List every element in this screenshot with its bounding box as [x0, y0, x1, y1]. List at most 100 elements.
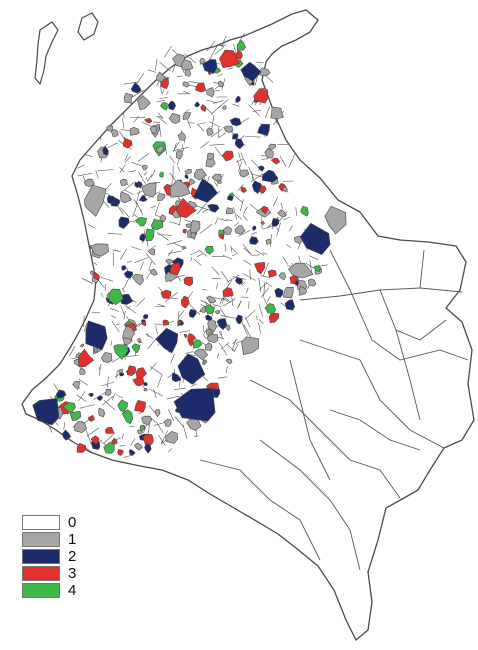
municipality-category-1 — [307, 278, 317, 287]
boundary-line — [188, 84, 197, 87]
municipality-category-1 — [157, 193, 166, 202]
boundary-line — [107, 142, 118, 148]
boundary-line — [153, 389, 157, 399]
boundary-line — [217, 376, 228, 379]
municipality-category-3 — [144, 118, 153, 124]
municipality-category-2 — [271, 217, 280, 227]
boundary-line — [216, 352, 220, 358]
municipality-category-2 — [229, 117, 242, 127]
boundary-line — [280, 202, 283, 209]
boundary-line — [187, 122, 195, 124]
boundary-line — [309, 259, 313, 275]
municipality-category-3 — [122, 137, 133, 149]
boundary-line — [119, 131, 125, 140]
municipality-category-2 — [102, 145, 109, 156]
municipality-category-1 — [206, 334, 219, 343]
boundary-line — [212, 100, 224, 104]
legend-label: 3 — [68, 565, 77, 582]
boundary-line — [83, 322, 88, 332]
boundary-line — [216, 282, 219, 289]
boundary-line — [189, 250, 200, 256]
boundary-line — [181, 144, 185, 152]
boundary-line — [165, 292, 178, 302]
boundary-line — [184, 53, 197, 64]
municipality-category-1 — [225, 324, 231, 332]
boundary-line — [223, 298, 236, 307]
municipality-category-1 — [80, 343, 85, 348]
boundary-line — [116, 394, 124, 399]
municipality-category-1 — [122, 325, 135, 340]
boundary-line — [241, 322, 248, 336]
boundary-line — [211, 278, 222, 280]
boundary-line — [209, 46, 218, 60]
municipality-category-1 — [193, 168, 207, 181]
boundary-line — [93, 262, 98, 266]
municipality-category-4 — [218, 229, 225, 236]
boundary-line — [224, 243, 227, 252]
legend-swatch — [22, 566, 60, 581]
boundary-line — [117, 206, 124, 215]
legend-item-3: 3 — [22, 565, 76, 582]
municipality-category-3 — [183, 333, 188, 339]
boundary-line — [78, 173, 92, 177]
municipality-category-3 — [219, 49, 240, 69]
municipality-category-1 — [83, 184, 107, 217]
legend: 0 1 2 3 4 — [22, 514, 76, 599]
boundary-line — [194, 435, 199, 437]
boundary-line — [248, 166, 255, 179]
boundary-line — [213, 181, 218, 187]
boundary-line — [220, 315, 236, 319]
municipality-category-1 — [270, 106, 284, 120]
boundary-line — [164, 45, 172, 58]
boundary-line — [111, 392, 116, 401]
boundary-line — [149, 362, 157, 371]
boundary-line — [200, 141, 210, 149]
eastern-boundaries — [199, 249, 469, 571]
boundary-line — [237, 184, 244, 191]
boundary-line — [120, 207, 130, 218]
boundary-line — [174, 416, 185, 428]
municipality-category-2 — [257, 165, 265, 172]
municipality-category-1 — [182, 81, 190, 88]
municipality-category-3 — [180, 295, 190, 309]
boundary-line — [219, 342, 228, 356]
boundary-line — [103, 399, 116, 411]
boundary-line — [157, 234, 173, 236]
municipality-category-1 — [278, 272, 287, 281]
municipality-category-3 — [126, 365, 137, 376]
municipality-category-1 — [184, 168, 192, 175]
boundary-line — [127, 260, 132, 263]
municipality-category-1 — [288, 262, 314, 279]
boundary-line — [206, 99, 218, 104]
boundary-line — [242, 215, 248, 221]
boundary-line — [111, 315, 116, 319]
boundary-line — [272, 117, 279, 125]
municipality-category-4 — [139, 424, 146, 431]
boundary-line — [97, 169, 114, 172]
boundary-line — [217, 99, 229, 109]
municipality-category-1 — [222, 105, 227, 110]
municipality-category-1 — [188, 178, 196, 186]
boundary-line — [196, 203, 207, 215]
boundary-line — [178, 310, 185, 317]
boundary-line — [136, 190, 143, 194]
municipality-category-3 — [195, 82, 207, 93]
boundary-line — [147, 173, 153, 182]
municipality-category-4 — [160, 101, 168, 111]
boundary-line — [119, 248, 127, 260]
boundary-line — [168, 408, 175, 422]
municipality-category-1 — [165, 258, 172, 265]
boundary-line — [240, 281, 246, 286]
boundary-line — [276, 227, 280, 232]
boundary-line — [214, 146, 223, 157]
boundary-line — [243, 206, 248, 215]
municipality-category-2 — [205, 314, 213, 322]
boundary-line — [236, 214, 242, 220]
boundary-line — [142, 121, 152, 127]
boundary-line — [135, 73, 145, 86]
boundary-line — [238, 152, 241, 160]
boundary-line — [211, 305, 216, 319]
municipality-category-3 — [222, 287, 234, 297]
boundary-line — [176, 274, 182, 282]
boundary-line — [120, 305, 125, 315]
